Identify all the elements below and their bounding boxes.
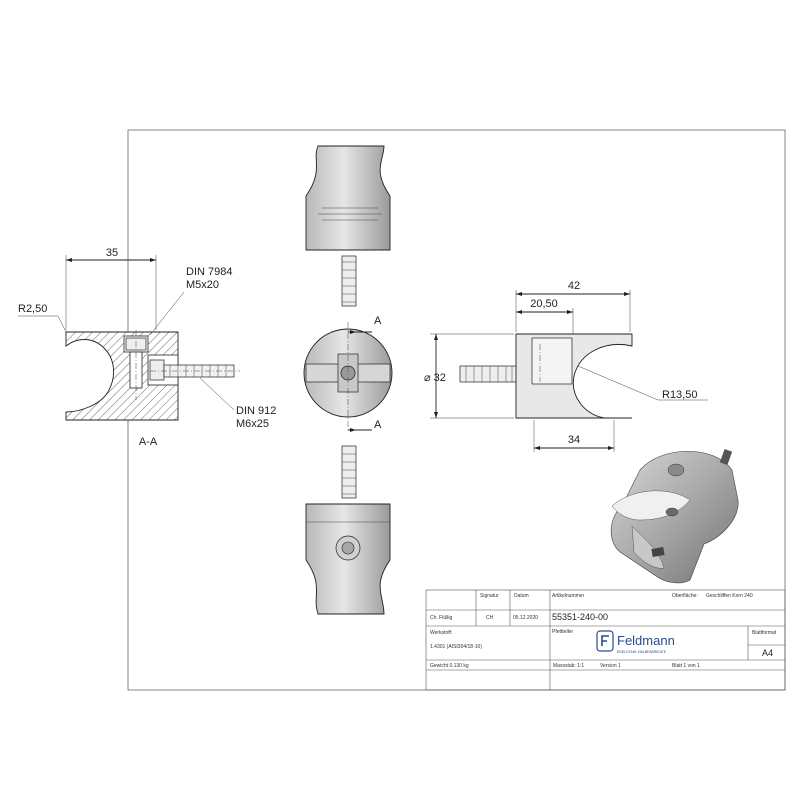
blattformat-label: Blattformat	[752, 630, 777, 636]
screw-top-size: M5x20	[186, 279, 219, 291]
version: Version 1	[600, 663, 621, 669]
front-exploded-view: A A	[303, 145, 393, 615]
header-signatur: Signatur	[480, 593, 499, 599]
dim-radius-r1350: R13,50	[662, 389, 697, 401]
isometric-render	[610, 449, 739, 584]
part-name: Pfettteller	[552, 629, 573, 635]
screw-bottom-size: M6x25	[236, 418, 269, 430]
screw-bottom-standard: DIN 912	[236, 405, 276, 417]
logo-wordmark: Feldmann	[617, 633, 675, 648]
blattformat-value: A4	[762, 648, 773, 658]
section-view-a-a: 35 R2,50 DIN 7984 M5x20 DIN 912 M6x25 A-…	[18, 247, 276, 448]
section-label: A-A	[139, 436, 158, 448]
dim-diameter-32: ⌀ 32	[424, 372, 446, 384]
section-body	[65, 331, 179, 421]
dim-inner-2050: 20,50	[530, 298, 558, 310]
weight: Gewicht 0.130 kg	[430, 663, 469, 669]
header-artikelnummer: Artikelnummer	[552, 593, 585, 599]
werkstoff-label: Werkstoff:	[430, 630, 452, 636]
sheet-border	[127, 129, 786, 691]
dim-width-35: 35	[106, 247, 118, 259]
side-view: 42 20,50 ⌀ 32 R13,50 34	[424, 280, 708, 452]
dim-overall-42: 42	[568, 280, 580, 292]
header-oberflaeche-value: Geschliffen Korn 240	[706, 593, 753, 599]
header-oberflaeche: Oberfläche:	[672, 593, 698, 599]
author-signatur: CH	[486, 615, 494, 621]
header-datum: Datum	[514, 593, 529, 599]
logo-subtitle: EDELSTAHL HALBFABRIKATE	[617, 650, 667, 654]
scale: Massstab: 1:1	[553, 663, 584, 669]
drawing-date: 05.12.2020	[513, 615, 538, 621]
title-block: Artikelnummer Oberfläche: Geschliffen Ko…	[425, 589, 786, 691]
section-mark-top: A	[374, 315, 382, 327]
feldmann-logo: Feldmann EDELSTAHL HALBFABRIKATE	[596, 630, 675, 654]
werkstoff-value: 1.4301 (AISI304/18-10)	[430, 644, 482, 650]
screw-top-standard: DIN 7984	[186, 266, 232, 278]
top-cap	[305, 145, 391, 251]
dim-bottom-34: 34	[568, 434, 580, 446]
sheet-count: Blatt 1 von 1	[672, 663, 700, 669]
article-number: 55351-240-00	[552, 612, 608, 622]
author-name: Ch. Flüllig	[430, 615, 452, 621]
section-mark-bottom: A	[374, 419, 382, 431]
dim-radius-r250: R2,50	[18, 303, 47, 315]
